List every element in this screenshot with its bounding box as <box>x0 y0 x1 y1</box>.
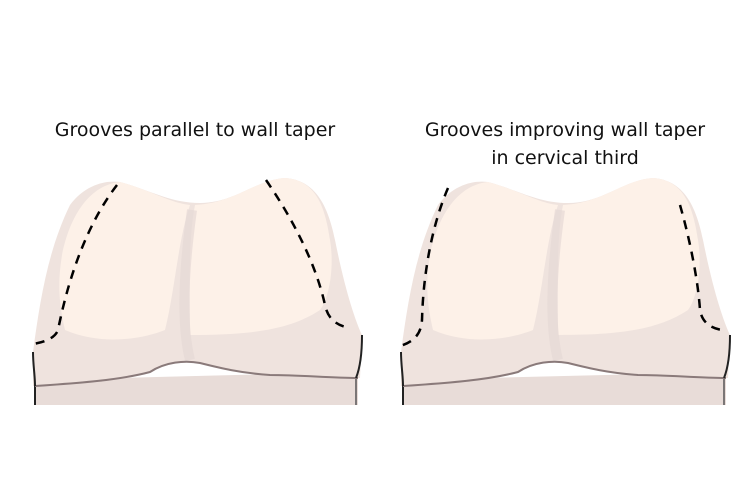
left-caption: Grooves parallel to wall taper <box>20 116 370 144</box>
left-caption-line: Grooves parallel to wall taper <box>54 119 336 141</box>
left-tooth <box>33 178 362 405</box>
left-groove-distal <box>264 179 351 330</box>
right-groove-distal <box>678 204 723 332</box>
right-caption-line-1: Grooves improving wall taper <box>424 119 706 141</box>
left-groove-mesial <box>32 184 118 346</box>
right-groove-mesial <box>399 187 450 348</box>
right-tooth <box>400 178 730 405</box>
right-caption: Grooves improving wall taper in cervical… <box>390 116 740 172</box>
right-caption-line-2: in cervical third <box>491 147 639 169</box>
